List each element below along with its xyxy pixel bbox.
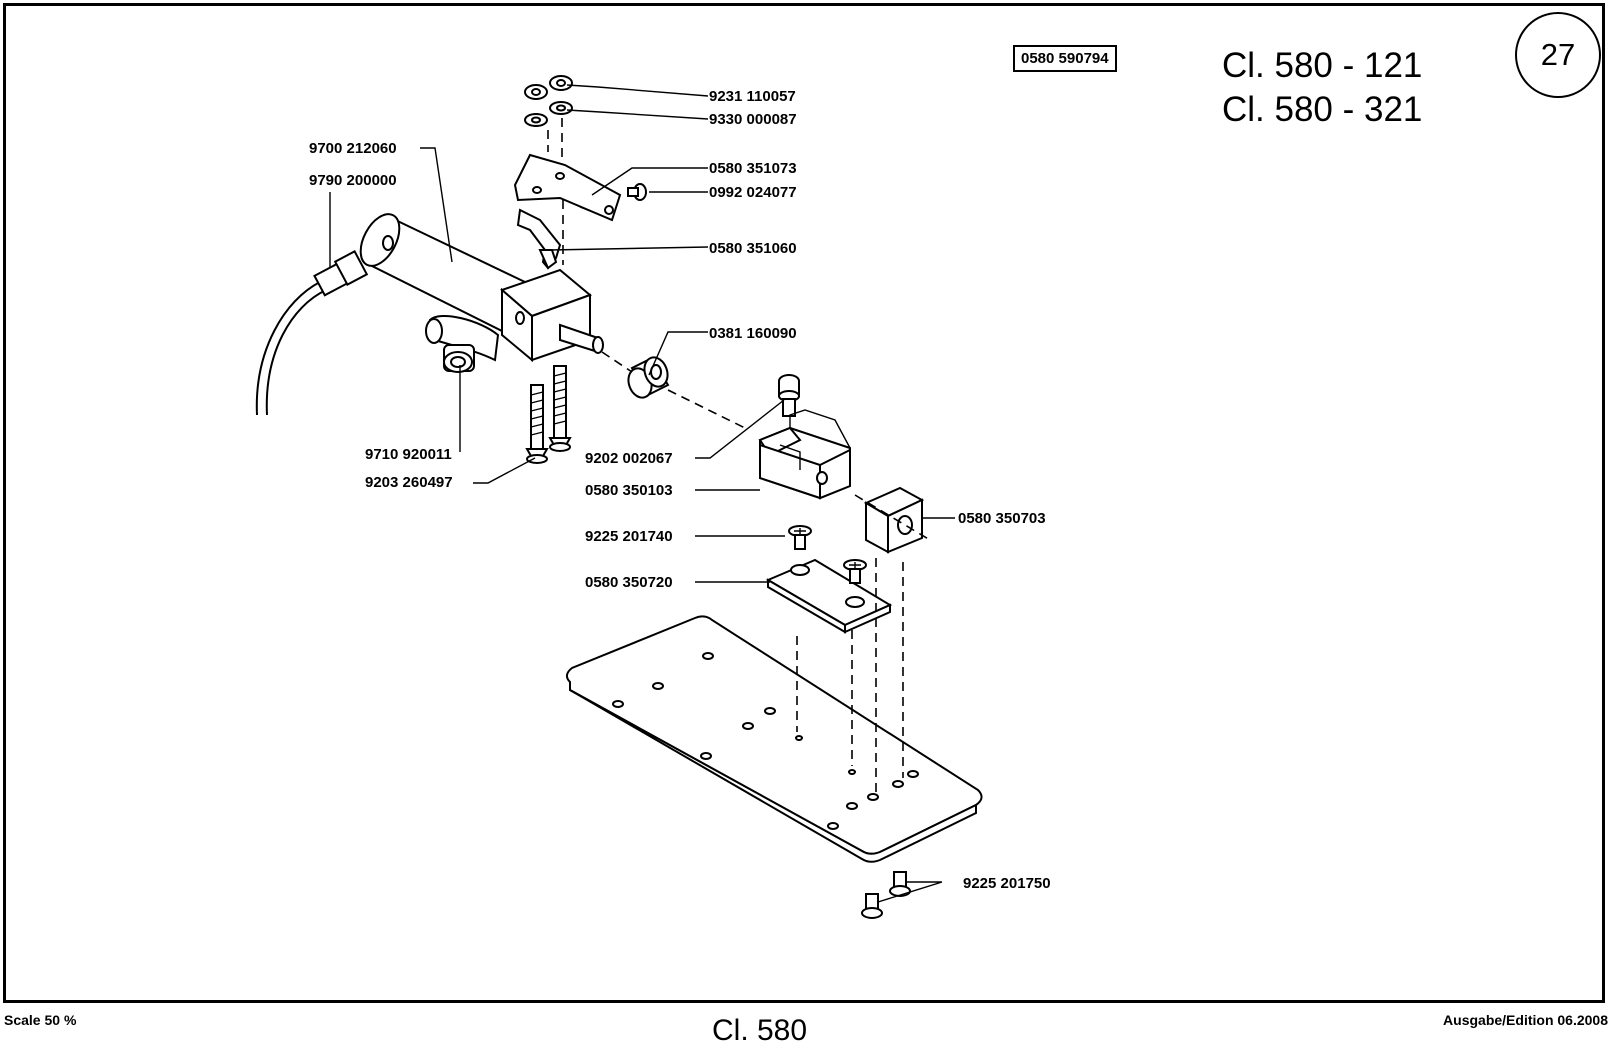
spacer-ring [625,354,672,401]
scale-note: Scale 50 % [4,1012,76,1028]
callout-nut: 9231 110057 [709,88,796,105]
callout-bracket: 0580 351073 [709,160,797,177]
model-number-2: Cl. 580 - 321 [1222,90,1422,130]
callout-guide-block: 0580 350103 [585,482,673,499]
hose-fitting [314,251,366,295]
long-screws [527,366,570,463]
callout-base-screws: 9225 201750 [963,875,1051,892]
callout-stop-block: 0580 350703 [958,510,1046,527]
stop-block [866,488,922,552]
base-plate [567,616,982,861]
callout-long-screw: 9203 260497 [365,474,453,491]
callout-cap-screw: 9202 002067 [585,450,673,467]
guide-block [760,410,850,498]
callout-spacer: 0381 160090 [709,325,797,342]
cap-screw [779,375,799,416]
footer-title: Cl. 580 [712,1014,807,1048]
edition-note: Ausgabe/Edition 06.2008 [1443,1012,1608,1028]
callout-plate-screw: 9225 201740 [585,528,673,545]
callout-strip-plate: 0580 350720 [585,574,673,591]
strip-plate [768,560,890,632]
page-number: 27 [1541,37,1575,73]
callout-lever: 0580 351060 [709,240,797,257]
model-number-1: Cl. 580 - 121 [1222,46,1422,86]
callout-small-screw: 0992 024077 [709,184,797,201]
base-screws [862,872,910,918]
nuts-and-washers [525,76,572,126]
callout-washer: 9330 000087 [709,111,797,128]
callout-hose: 9790 200000 [309,172,397,189]
page-number-circle: 27 [1515,12,1601,98]
callout-cylinder: 9700 212060 [309,140,397,157]
lever [518,210,560,268]
callout-elbow: 9710 920011 [365,446,452,463]
document-number: 0580 590794 [1013,45,1117,72]
small-screw [628,184,646,200]
